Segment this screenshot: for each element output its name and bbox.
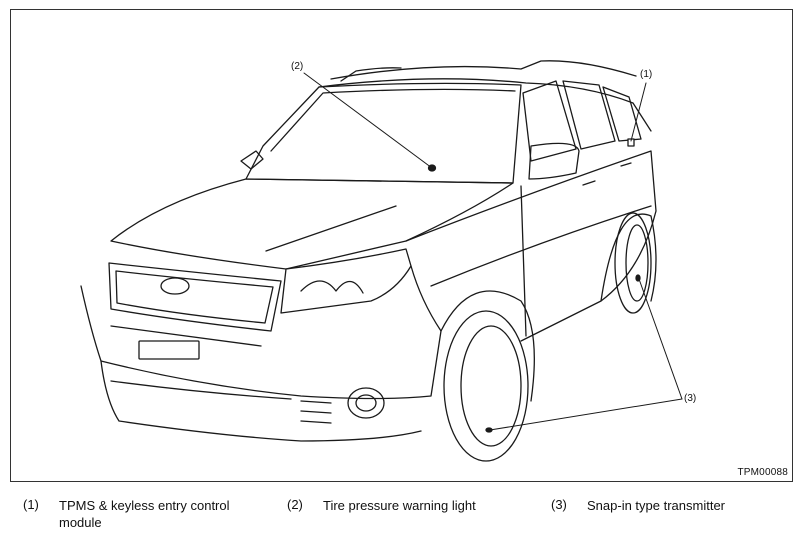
leader-line-1 xyxy=(630,82,647,142)
side-window-front xyxy=(522,80,577,162)
roof-rail xyxy=(330,60,637,80)
windshield xyxy=(245,82,522,184)
grille-inner xyxy=(115,270,274,324)
bumper-lower xyxy=(100,360,422,442)
front-wheel-arch xyxy=(440,290,535,402)
bumper-vent-2 xyxy=(110,380,292,400)
license-plate xyxy=(138,340,200,360)
fog-vents xyxy=(300,400,332,424)
rear-wheel-inner xyxy=(625,224,649,302)
side-window-rear xyxy=(602,86,642,142)
door-line xyxy=(520,185,527,337)
door-handle-front xyxy=(582,180,596,186)
callout-label-3: (3) xyxy=(684,393,697,404)
figure-frame: (2) (1) (3) TPM00088 xyxy=(10,9,793,482)
suv-line-drawing xyxy=(80,60,683,462)
side-crease xyxy=(430,205,652,287)
legend-number: (1) xyxy=(23,497,39,512)
fog-lamp-inner xyxy=(355,394,377,412)
side-mirror xyxy=(528,142,580,180)
left-mirror xyxy=(240,150,264,170)
bumper-vent xyxy=(110,325,262,347)
front-wheel xyxy=(443,310,529,462)
hood xyxy=(110,178,514,270)
callout-label-1: (1) xyxy=(640,69,653,80)
headlamp xyxy=(280,248,412,314)
legend-text: Snap-in type transmitter xyxy=(587,498,726,513)
legend-number: (3) xyxy=(551,497,567,512)
rear-wheel-arch xyxy=(600,213,657,302)
grille-surround xyxy=(108,262,282,332)
roof-outline xyxy=(318,78,652,132)
legend-number: (2) xyxy=(287,497,303,512)
side-window-mid xyxy=(562,80,616,150)
emblem xyxy=(160,277,190,295)
legend: (1) TPMS & keyless entry control module … xyxy=(0,497,804,533)
callout-label-2: (2) xyxy=(291,61,304,72)
roof-rail-front xyxy=(340,67,402,82)
legend-text: TPMS & keyless entry control module xyxy=(59,498,230,530)
windshield-inner xyxy=(270,88,516,152)
hood-crease xyxy=(265,205,397,252)
figure-code: TPM00088 xyxy=(737,467,788,478)
front-wheel-inner xyxy=(460,325,522,447)
control-module-marker xyxy=(627,138,635,147)
leader-line-3b xyxy=(489,398,683,431)
door-handle-rear xyxy=(620,162,632,167)
rear-wheel xyxy=(614,212,652,314)
body-side xyxy=(405,150,657,342)
headlamp-inner xyxy=(300,280,364,294)
front-bumper xyxy=(80,265,442,400)
leader-line-2 xyxy=(303,72,433,169)
leader-line-3a xyxy=(638,278,683,400)
fog-lamp xyxy=(347,387,385,419)
legend-text: Tire pressure warning light xyxy=(323,498,476,513)
